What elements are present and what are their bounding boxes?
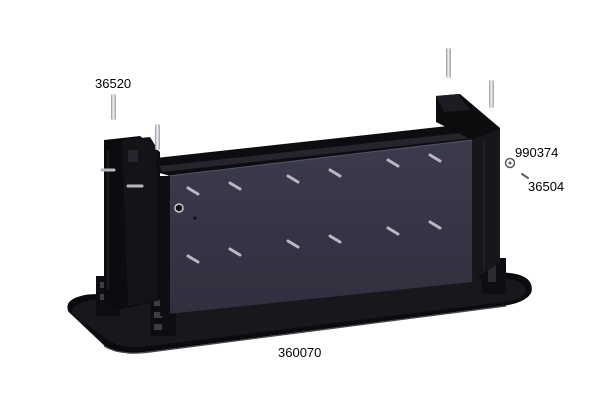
panel-face [160,139,473,316]
callout-label-pin: 36520 [95,76,132,91]
panel-studs-upper [186,153,442,196]
panel-fastener-hole [174,203,197,220]
right-upright [436,94,500,282]
left-upright [104,136,160,310]
alignment-pins [111,48,494,150]
panel-studs-lower [186,220,442,264]
side-studs-left [100,168,144,188]
washer-and-screw [504,157,529,179]
top-rail [156,124,498,176]
callout-label-base-assembly: 360070 [278,345,322,360]
callout-label-screw: 36504 [528,179,565,194]
callout-label-washer: 990374 [515,145,559,160]
